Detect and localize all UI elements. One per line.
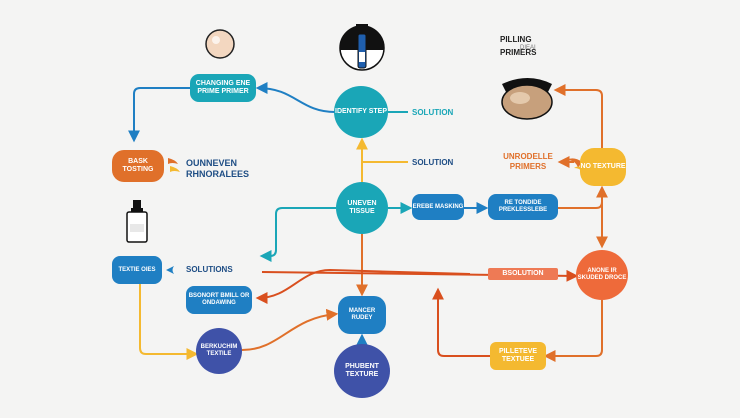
pilletive-node[interactable]: PILLETEVE TEXTUEE (490, 342, 546, 370)
connector-identify-to-topbox (255, 82, 336, 113)
swirl-arrow-icon (166, 266, 174, 274)
dropper-bottle-icon (126, 200, 148, 243)
mancer-node[interactable]: MANCER RUDEY (338, 296, 386, 334)
connector-topbox-to-mask (128, 87, 190, 143)
connector-pilletive-loop (432, 287, 490, 357)
connector-retondide-to-notexture (558, 185, 608, 209)
swirl-arrow-icon (168, 158, 180, 172)
connector-texture-to-berkuchim (139, 282, 199, 360)
bsolution-tag[interactable]: BSOLUTION (488, 268, 558, 280)
top-left-primer-box[interactable]: CHANGING ENE PRIME PRIMER (190, 74, 256, 102)
re-tondide-node[interactable]: RE TONDIDE PREKLESSLEBE (488, 194, 558, 220)
pilling-primers-title: PILLING PRIMERS (500, 35, 537, 57)
connector-notexture-to-jar (553, 84, 603, 148)
primer-jar-icon (501, 78, 553, 120)
connector-bsolution-to-bonort (255, 268, 471, 304)
serum-bottle-icon (339, 24, 385, 71)
uneven-tissue-node[interactable]: UNEVEN TISSUE (336, 182, 388, 234)
connector-berkuchim-to-mancer (241, 308, 339, 351)
connector-orange-to-pilletive (543, 300, 603, 362)
bonort-box-node[interactable]: BSONORT BMILL OR ONDAWING (186, 286, 252, 314)
solutions-label: SOLUTIONS (186, 265, 233, 274)
identify-step-node[interactable]: IDENTIFY STEP (334, 86, 388, 138)
no-texture-node[interactable]: NO TEXTURE (580, 148, 626, 186)
uneven-text-label: OUNNEVEN RHNORALEES (186, 158, 250, 179)
erebe-masking-node[interactable]: EREBE MASKING (412, 194, 464, 220)
pilubent-node[interactable]: PHUBENT TEXTURE (334, 344, 390, 398)
anone-circle-node[interactable]: ANONE IR SKUDED DROCE (576, 250, 628, 300)
unrodelle-primers-label: UNRODELLE PRIMERS (503, 152, 553, 172)
round-compact-icon (205, 29, 235, 59)
berkuchim-node[interactable]: BERKUCHIM TEXTILE (196, 328, 242, 374)
texture-oies-node[interactable]: TEXTIE OIES (112, 256, 162, 284)
solution-label-top: SOLUTION (412, 108, 454, 117)
connector-uneven-to-texture (259, 207, 336, 262)
solution-label-mid: SOLUTION (412, 158, 454, 167)
mask-testing-node[interactable]: BASK TOSTING (112, 150, 164, 182)
pilling-primers-subtitle: DIEAI (520, 45, 536, 51)
